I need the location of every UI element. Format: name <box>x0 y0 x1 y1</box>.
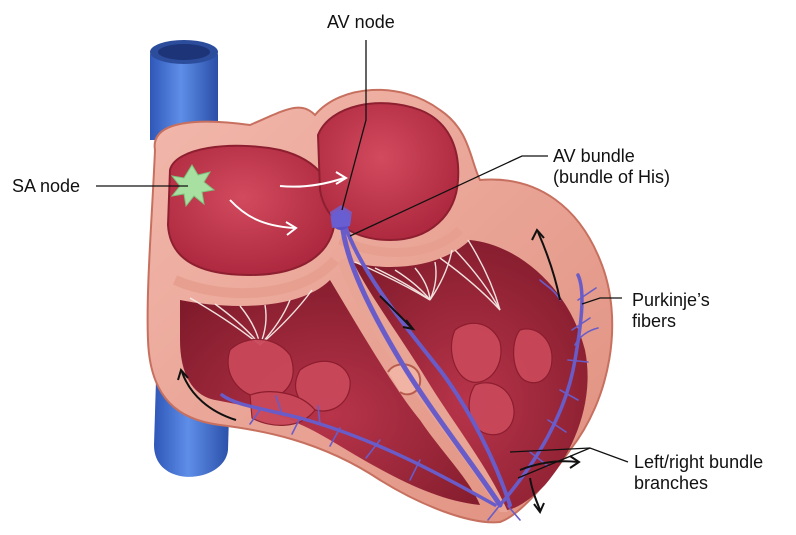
label-sa-node-text: SA node <box>12 176 80 197</box>
label-purkinje: Purkinje’s fibers <box>632 290 710 332</box>
label-av-bundle: AV bundle (bundle of His) <box>553 146 670 188</box>
label-sa-node: SA node <box>12 176 80 197</box>
label-bundle-branches-line2: branches <box>634 473 763 494</box>
label-purkinje-line1: Purkinje’s <box>632 290 710 311</box>
label-av-bundle-line1: AV bundle <box>553 146 670 167</box>
label-av-node: AV node <box>327 12 395 33</box>
label-bundle-branches: Left/right bundle branches <box>634 452 763 494</box>
papillary-muscle <box>451 323 501 382</box>
right-atrium <box>168 146 335 275</box>
label-bundle-branches-line1: Left/right bundle <box>634 452 763 473</box>
label-av-node-text: AV node <box>327 12 395 33</box>
label-av-bundle-line2: (bundle of His) <box>553 167 670 188</box>
label-purkinje-line2: fibers <box>632 311 710 332</box>
